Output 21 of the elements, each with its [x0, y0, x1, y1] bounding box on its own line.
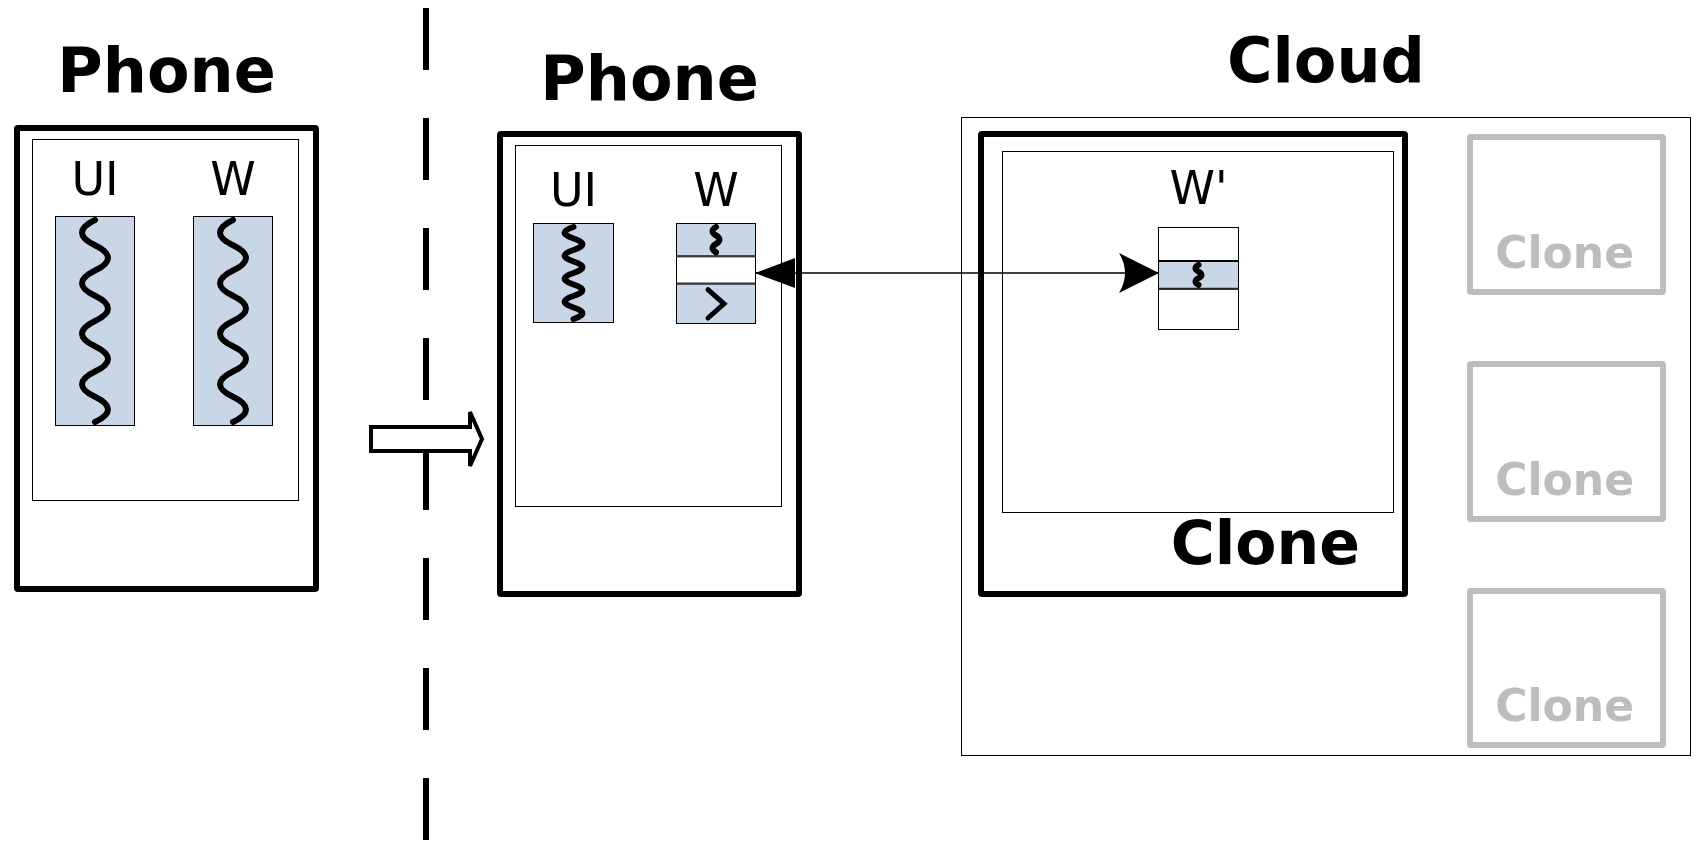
block-arrow [369, 410, 485, 468]
arrow [755, 253, 1159, 293]
clone-label: Clone [1495, 458, 1634, 502]
thread-label: W [210, 156, 256, 202]
clone-box [1467, 361, 1666, 522]
clone-frame [978, 131, 1408, 597]
clone-label: Clone [1170, 513, 1360, 573]
heading: Phone [540, 48, 759, 110]
thread-label: UI [549, 167, 598, 213]
clone-box [1467, 134, 1666, 295]
heading: Cloud [1227, 30, 1425, 92]
clone-label: Clone [1495, 684, 1634, 728]
clone-box [1467, 588, 1666, 748]
thread-label: UI [71, 156, 119, 202]
thread-label: W' [1169, 165, 1228, 211]
screen-box [32, 139, 299, 501]
heading: Phone [57, 40, 276, 102]
screen-box [1002, 151, 1394, 513]
clone-label: Clone [1495, 231, 1634, 275]
screen-box [515, 145, 782, 507]
thread-label: W [693, 167, 739, 213]
